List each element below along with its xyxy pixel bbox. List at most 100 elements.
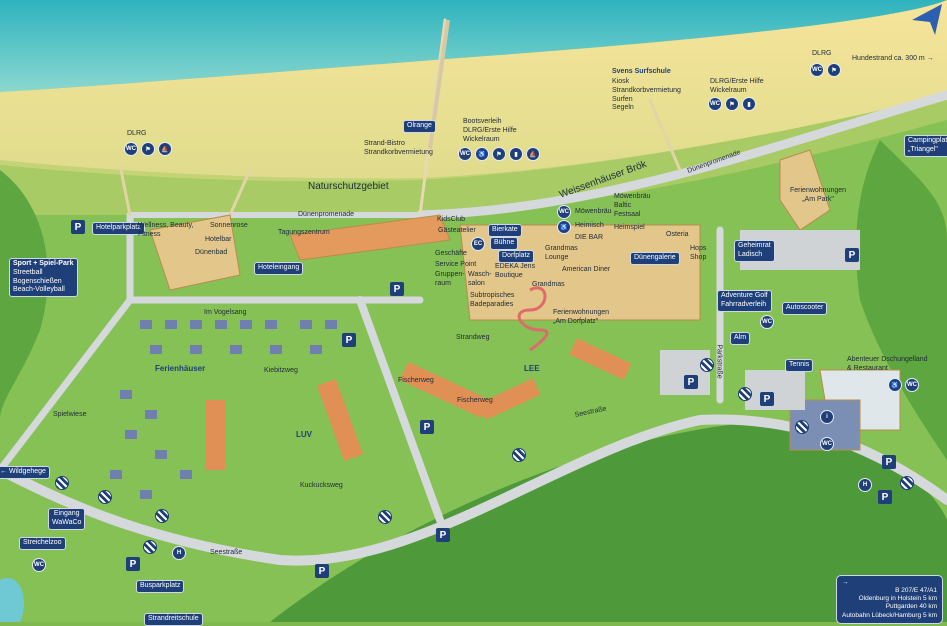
parking-icon[interactable]: P xyxy=(315,564,329,578)
ferienhaeuser-label: Ferienhäuser xyxy=(155,364,206,373)
barrier-icon xyxy=(900,476,914,490)
bierkate-badge[interactable]: Bierkate xyxy=(488,224,522,237)
parking-icon[interactable]: P xyxy=(760,392,774,406)
waschsalon-label: Wasch-salon xyxy=(468,271,492,287)
info-icon[interactable]: i xyxy=(820,410,834,424)
osteria-label: Osteria xyxy=(666,231,689,238)
wc-icon[interactable]: WC xyxy=(820,437,834,451)
wc-icon[interactable]: WC xyxy=(760,315,774,329)
kiebitzweg-label: Kiebitzweg xyxy=(264,367,298,374)
strandreitschule-badge[interactable]: Strandreitschule xyxy=(144,613,203,626)
pond xyxy=(0,578,24,622)
parking-icon[interactable]: P xyxy=(878,490,892,504)
parkstrasse-label: Parkstraße xyxy=(715,344,723,379)
wheelchair-icon[interactable]: ♿ xyxy=(475,147,489,161)
hundestrand-label: Hundestrand ca. 300 m → xyxy=(852,55,934,62)
busparkplatz-badge[interactable]: Busparkplatz xyxy=(136,580,185,593)
sonnenrose-label: Sonnenrose xyxy=(210,222,248,229)
service-point-label: Service Point xyxy=(435,261,477,268)
ec-icon[interactable]: EC xyxy=(471,237,485,251)
surfschule-title: Svens Surfschule xyxy=(612,68,671,75)
arrow-right-icon: → xyxy=(842,579,849,586)
wc-icon[interactable]: WC xyxy=(32,558,46,572)
heimspiel-label: Heimspiel xyxy=(614,224,645,231)
ostrand-badge[interactable]: Olrange xyxy=(403,120,436,133)
parking-icon[interactable]: P xyxy=(126,557,140,571)
wheelchair-icon[interactable]: ♿ xyxy=(557,220,571,234)
wc-icon[interactable]: WC xyxy=(810,63,824,77)
lee-label: LEE xyxy=(524,364,540,373)
boat-icon[interactable]: ⛵ xyxy=(158,142,172,156)
wildgehege-badge[interactable]: ← Wildgehege xyxy=(0,466,50,479)
dschungelland-label: Abenteuer Dschungelland& Restaurant xyxy=(847,356,928,372)
wc-icon[interactable]: WC xyxy=(458,147,472,161)
grandmas-label: Grandmas xyxy=(532,281,565,288)
buehne-badge[interactable]: Bühne xyxy=(490,237,519,250)
trash-icon[interactable]: ▮ xyxy=(742,97,756,111)
wc-icon[interactable]: WC xyxy=(557,205,571,219)
parking-icon[interactable]: P xyxy=(882,455,896,469)
autoscooter-badge[interactable]: Autoscooter xyxy=(782,302,828,315)
tagungszentrum-label: Tagungszentrum xyxy=(278,229,330,236)
waterslide xyxy=(517,286,549,352)
flag-icon[interactable]: ⚑ xyxy=(492,147,506,161)
flag-icon[interactable]: ⚑ xyxy=(725,97,739,111)
kidsclub-label: KidsClub xyxy=(437,216,466,223)
hoteleingang-badge[interactable]: Hoteleingang xyxy=(254,262,304,275)
bus-stop-icon[interactable]: H xyxy=(172,546,186,560)
forest xyxy=(270,420,947,622)
parking-icon[interactable]: P xyxy=(71,220,85,234)
dlrg-west-label: DLRG xyxy=(127,130,147,137)
fischerweg-label: Fischerweg xyxy=(398,377,434,384)
parking-icon[interactable]: P xyxy=(436,528,450,542)
spielwiese-label: Spielwiese xyxy=(53,411,87,418)
duenengalerie-badge[interactable]: Dünengalerie xyxy=(630,252,680,265)
parking-icon[interactable]: P xyxy=(342,333,356,347)
boat-icon[interactable]: ⛵ xyxy=(526,147,540,161)
bus-stop-icon[interactable]: H xyxy=(858,478,872,492)
beach xyxy=(0,0,947,182)
trash-icon[interactable]: ▮ xyxy=(509,147,523,161)
wc-icon[interactable]: WC xyxy=(708,97,722,111)
duenenbad-label: Dünenbad xyxy=(195,249,228,256)
am-dorfplatz-label: Ferienwohnungen„Am Dorfplatz" xyxy=(553,309,610,325)
barrier-icon xyxy=(738,387,752,401)
seestrasse-label: Seestraße xyxy=(210,549,243,556)
duenenpromenade-label: Dünenpromenade xyxy=(298,211,355,218)
hotelparkplatz-badge[interactable]: Hotelparkplatz xyxy=(92,222,145,235)
parking-icon[interactable]: P xyxy=(845,248,859,262)
barrier-icon xyxy=(155,509,169,523)
heimisch-label: Heimisch xyxy=(575,222,604,229)
wheelchair-icon[interactable]: ♿ xyxy=(888,378,902,392)
barrier-icon xyxy=(512,448,526,462)
am-park-label: Ferienwohnungen„Am Park" xyxy=(790,187,847,203)
camping-badge[interactable]: Campingplatz„Triangel" xyxy=(904,135,947,157)
wc-icon[interactable]: WC xyxy=(905,378,919,392)
hotelbar-label: Hotelbar xyxy=(205,236,232,243)
im-vogelsang-label: Im Vogelsang xyxy=(204,309,247,316)
streichelzoo-badge[interactable]: Streichelzoo xyxy=(19,537,66,550)
american-diner-label: American Diner xyxy=(562,266,611,273)
parking-icon[interactable]: P xyxy=(390,282,404,296)
parking-icon[interactable]: P xyxy=(684,375,698,389)
wc-icon[interactable]: WC xyxy=(124,142,138,156)
parking-icon[interactable]: P xyxy=(420,420,434,434)
flag-icon[interactable]: ⚑ xyxy=(827,63,841,77)
alm-badge[interactable]: Alm xyxy=(730,332,751,345)
sea xyxy=(0,0,947,92)
flag-icon[interactable]: ⚑ xyxy=(141,142,155,156)
tennis-badge[interactable]: Tennis xyxy=(785,359,814,372)
dorfplatz-badge[interactable]: Dorfplatz xyxy=(498,250,535,263)
